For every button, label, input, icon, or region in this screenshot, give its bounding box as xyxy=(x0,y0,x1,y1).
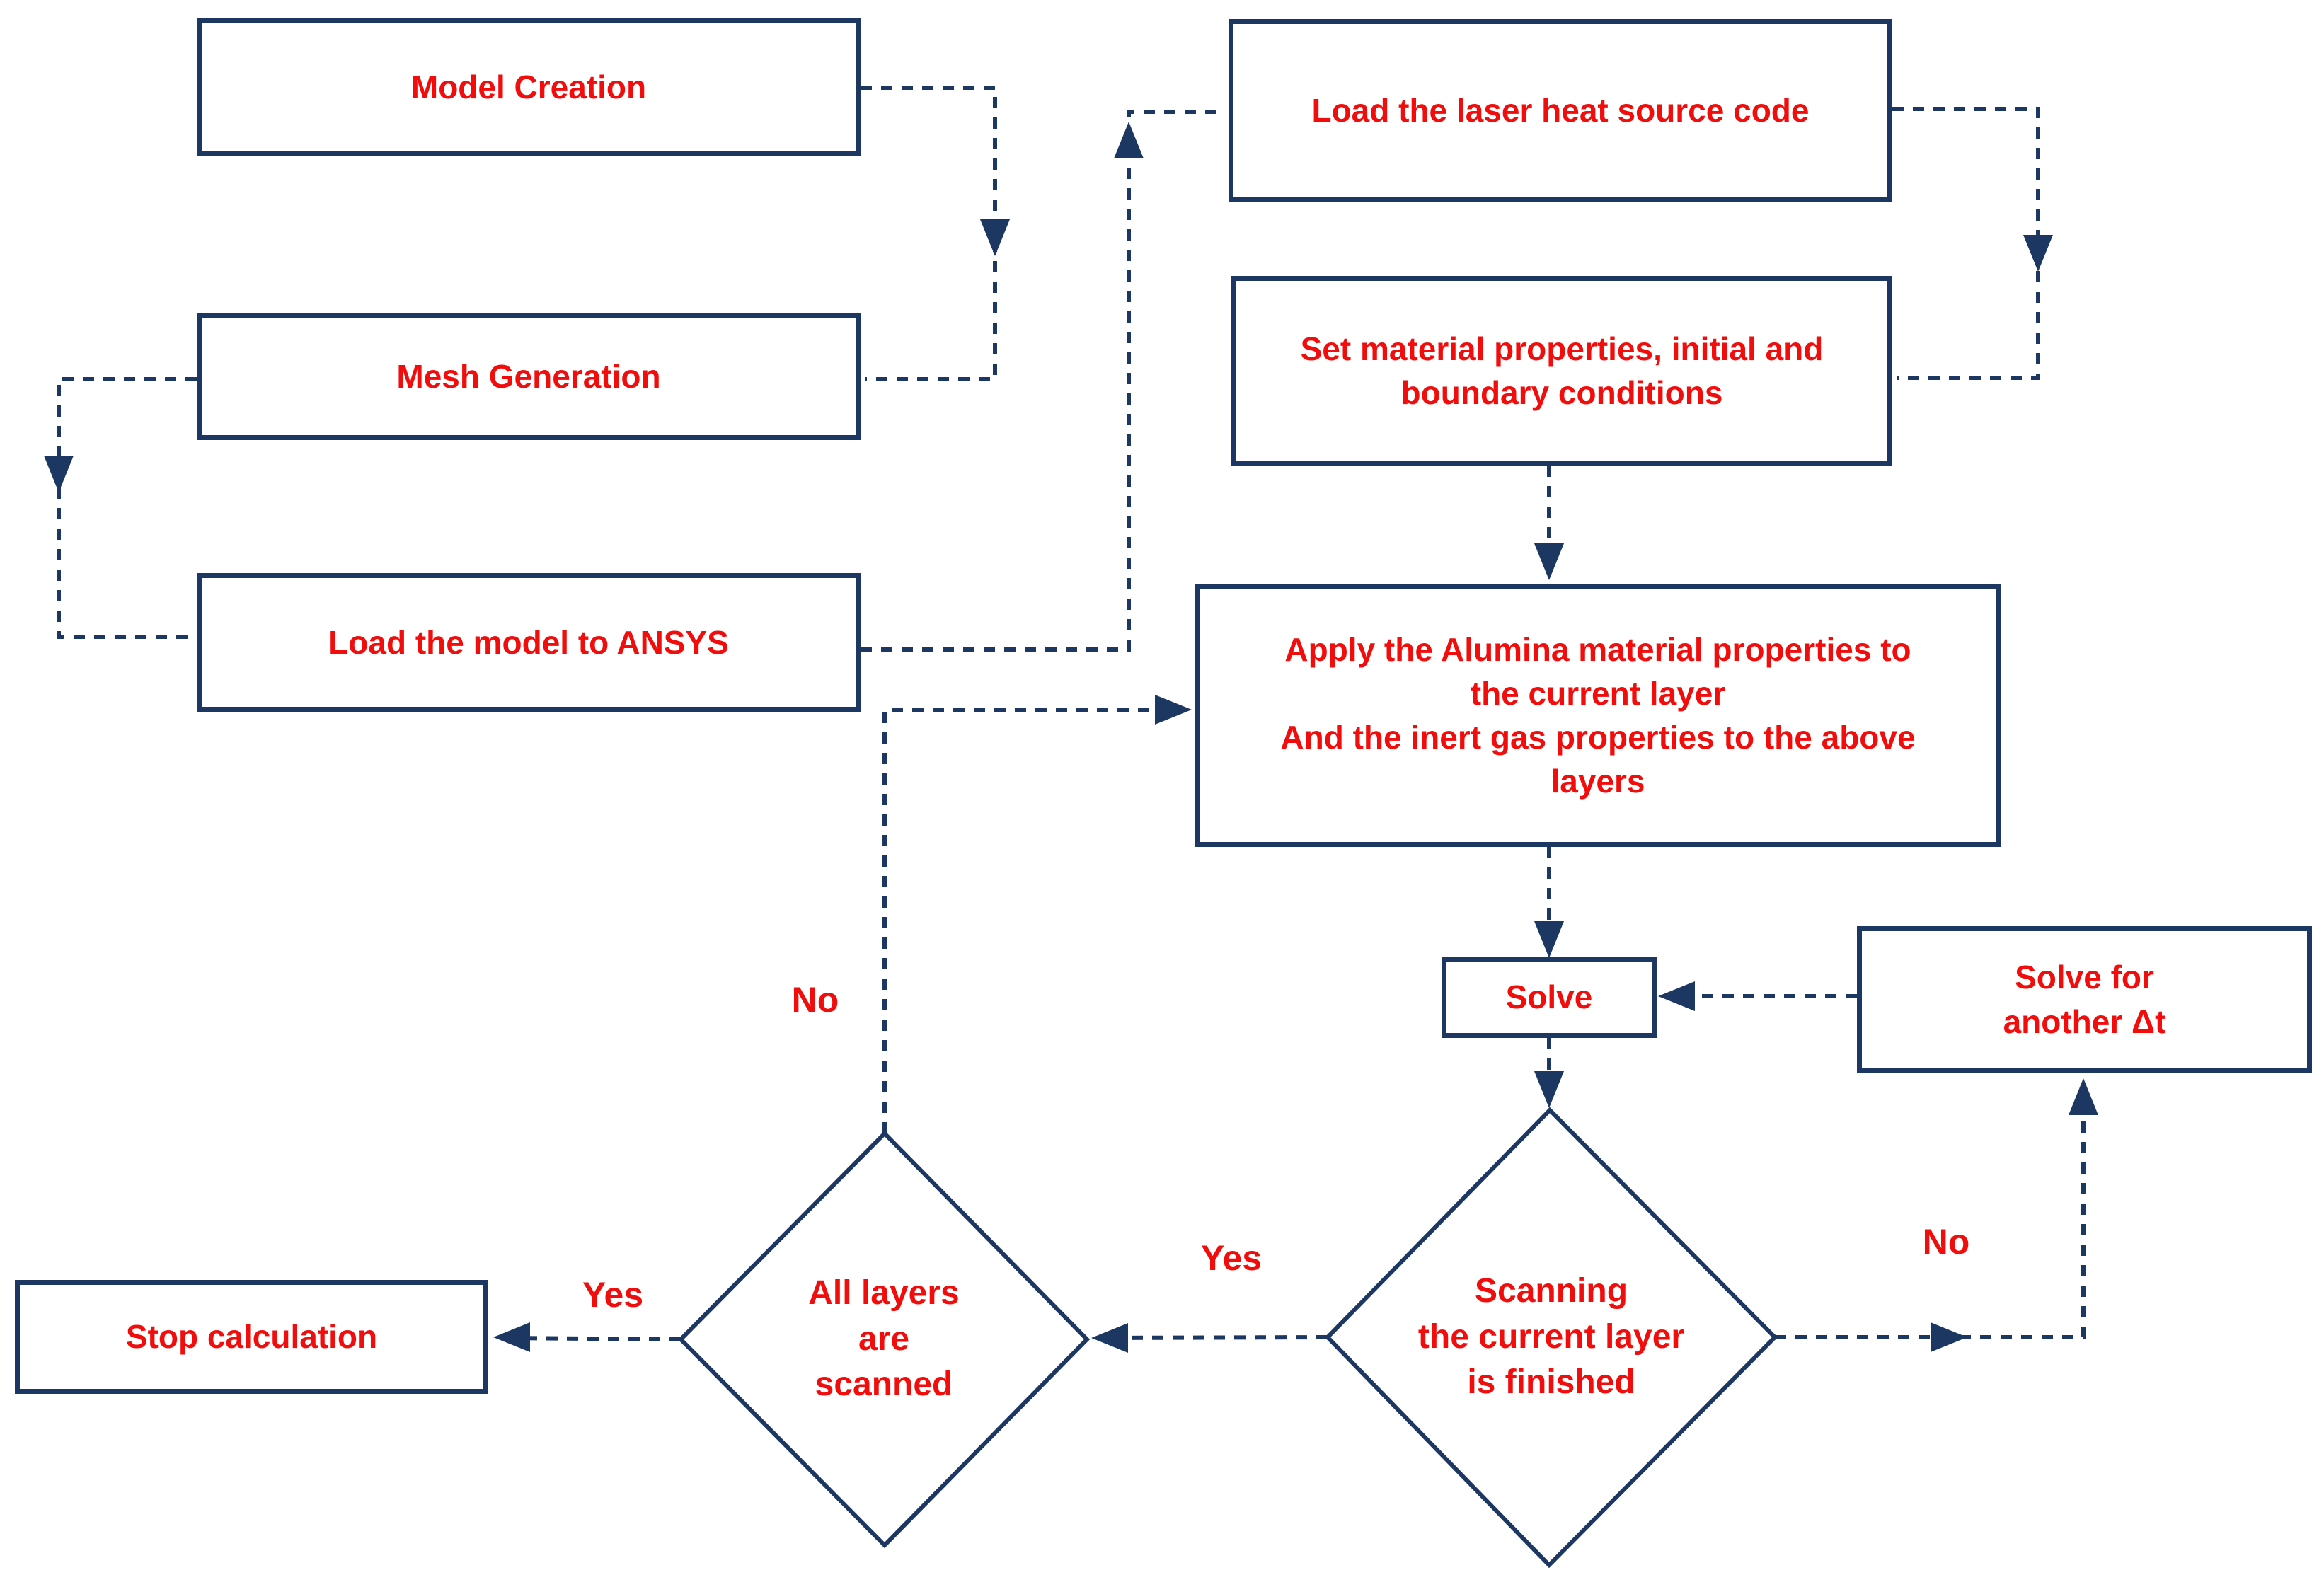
arrow-left-icon xyxy=(493,1322,530,1352)
arrow-right-icon xyxy=(1931,1322,1967,1352)
arrow-right-icon xyxy=(1155,695,1192,725)
node-model-creation: Model Creation xyxy=(197,18,861,156)
edge-laser-to-setmaterial xyxy=(1892,107,2040,380)
arrow-left-icon xyxy=(1658,981,1695,1011)
decision-scanning-finished xyxy=(1324,1107,1778,1569)
edge-label-no-scanning: No xyxy=(1922,1222,1970,1262)
node-set-material: Set material properties, initial and bou… xyxy=(1231,276,1892,466)
edge-alllayers-to-apply xyxy=(882,708,1161,1133)
edge-scanning-to-alllayers xyxy=(1096,1335,1328,1340)
edge-label-yes-all-layers: Yes xyxy=(582,1275,644,1315)
node-solve: Solve xyxy=(1442,957,1657,1038)
edge-label-no-all-layers: No xyxy=(791,980,839,1020)
arrow-down-icon xyxy=(1534,1071,1564,1108)
node-load-laser-code: Load the laser heat source code xyxy=(1229,19,1892,202)
arrow-down-icon xyxy=(44,456,74,492)
edge-scanning-to-solvedt xyxy=(1775,1084,2086,1339)
edge-ansys-to-laser xyxy=(861,110,1224,652)
node-stop-calculation: Stop calculation xyxy=(15,1280,488,1394)
node-apply-alumina: Apply the Alumina material properties to… xyxy=(1195,584,2001,847)
decision-all-layers-scanned xyxy=(677,1130,1091,1549)
edge-label-yes-scanning: Yes xyxy=(1200,1238,1262,1278)
edge-mesh-to-ansys xyxy=(57,377,197,639)
arrow-down-icon xyxy=(2023,235,2053,272)
arrow-up-icon xyxy=(2069,1078,2098,1115)
edge-model-to-mesh xyxy=(861,86,997,381)
arrow-down-icon xyxy=(980,219,1010,256)
arrow-down-icon xyxy=(1534,921,1564,958)
node-mesh-generation: Mesh Generation xyxy=(197,313,861,440)
arrow-up-icon xyxy=(1114,122,1144,158)
node-solve-another-dt: Solve for another Δt xyxy=(1857,926,2312,1073)
arrow-left-icon xyxy=(1091,1323,1128,1353)
node-load-model-ansys: Load the model to ANSYS xyxy=(197,573,861,712)
arrow-down-icon xyxy=(1534,543,1564,580)
